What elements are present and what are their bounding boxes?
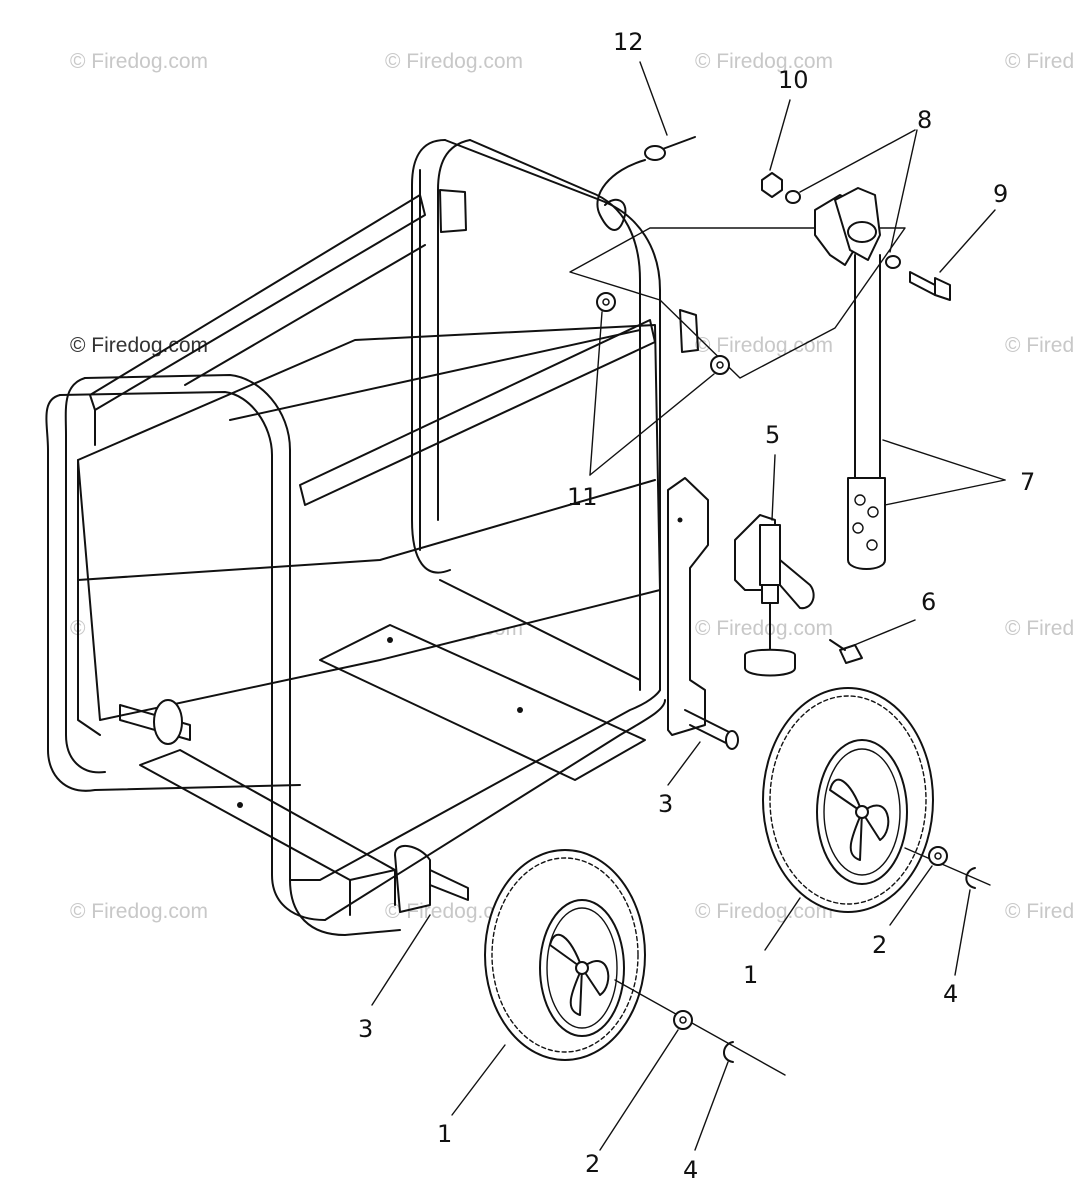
rear-axle-left <box>119 699 469 913</box>
callout-number: 10 <box>778 66 809 94</box>
watermark: © Firedog.com <box>695 617 833 640</box>
watermark: © Firedog.com <box>70 334 208 357</box>
watermark: © Firedog.com <box>385 900 523 923</box>
callout-number: 4 <box>943 980 958 1008</box>
callout-number: 11 <box>567 483 598 511</box>
callout-number: 1 <box>437 1120 452 1148</box>
wheel-right <box>762 687 934 913</box>
watermark: © Firedog.com <box>695 334 833 357</box>
frame-top-rails <box>89 194 656 506</box>
callout-number: 7 <box>1020 468 1035 496</box>
handle-fasteners <box>761 172 951 301</box>
callout-number: 2 <box>872 931 887 959</box>
callout-number: 3 <box>658 790 673 818</box>
callout-number: 9 <box>993 180 1008 208</box>
callout-number: 5 <box>765 421 780 449</box>
callout-number: 12 <box>613 28 644 56</box>
frame-back-loop <box>411 139 699 691</box>
frame-bottom-rails <box>139 579 646 916</box>
frame-front-loop <box>45 374 666 936</box>
right-side-bracket <box>667 477 739 750</box>
watermark: © Firedog.com <box>70 50 208 73</box>
watermark: © Firedog.com <box>695 900 833 923</box>
watermark: © Fired <box>1005 900 1074 923</box>
watermark: © Fired <box>1005 50 1074 73</box>
watermark: © Firedog.com <box>385 50 523 73</box>
jack-stand <box>734 514 815 677</box>
leader-lines <box>371 61 1006 1151</box>
watermark: © Fired <box>1005 334 1074 357</box>
callout-number: 2 <box>585 1150 600 1178</box>
callout-number: 4 <box>683 1156 698 1184</box>
generator-body <box>77 169 661 736</box>
callout-number: 3 <box>358 1015 373 1043</box>
washers-part-11 <box>596 292 730 375</box>
watermark: © Firedog.com <box>70 900 208 923</box>
screw-part-6 <box>829 639 863 664</box>
clip-pin <box>596 136 696 231</box>
callout-number: 6 <box>921 588 936 616</box>
callout-labels: 12 10 8 9 7 11 5 6 3 3 1 1 2 2 4 4 <box>358 28 1035 1184</box>
handle-assembly <box>814 187 886 570</box>
callout-number: 1 <box>743 961 758 989</box>
callout-number: 8 <box>917 106 932 134</box>
axle-hardware <box>614 846 991 1076</box>
watermark: © Firedog.com <box>695 50 833 73</box>
wheel-left <box>484 849 646 1061</box>
watermark: © Fired <box>1005 617 1074 640</box>
